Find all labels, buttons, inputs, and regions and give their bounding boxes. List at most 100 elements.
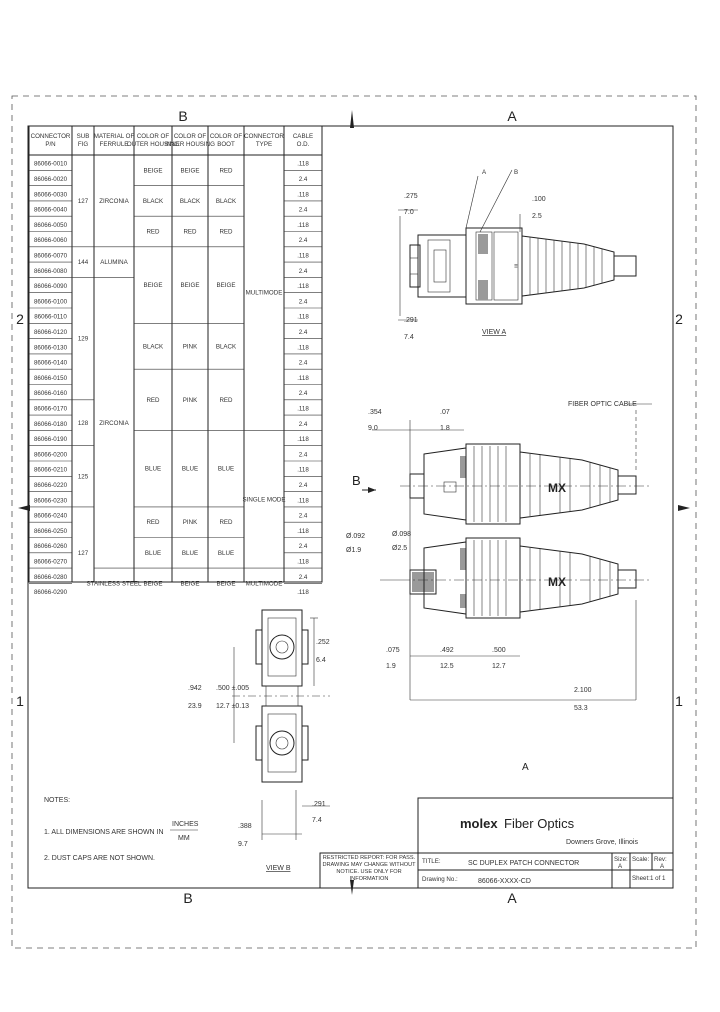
inner-color-cell: PINK [183, 519, 198, 526]
callout-a: A [482, 169, 487, 176]
svg-text:≡: ≡ [514, 263, 518, 270]
dim-354-mm: 9.0 [368, 425, 378, 432]
sheet-label: Sheet: [632, 875, 650, 882]
zone-right-1: 1 [675, 693, 683, 709]
cable-od-cell: .118 [297, 375, 309, 382]
outer-color-cell: RED [146, 229, 160, 236]
cable-od-cell: .118 [297, 406, 309, 413]
sub-fig-cell: 128 [78, 420, 89, 427]
outer-color-cell: BLACK [143, 343, 164, 350]
part-number-cell: 86066-0280 [34, 574, 68, 581]
dim-075-mm: 1.9 [386, 663, 396, 670]
dim-942-mm: 23.9 [188, 703, 202, 710]
part-number-cell: 86066-0250 [34, 528, 68, 535]
outer-color-cell: RED [146, 397, 160, 404]
rev-label: Rev: [654, 856, 667, 863]
scale-label: Scale: [632, 856, 649, 863]
part-number-cell: 86066-0150 [34, 375, 68, 382]
cable-od-cell: 2.4 [299, 451, 308, 458]
dim-top-right-mm: 2.5 [532, 213, 542, 220]
cable-od-cell: .118 [297, 497, 309, 504]
cable-od-cell: 2.4 [299, 298, 308, 305]
note-1-unit-bottom: MM [178, 835, 190, 842]
notes-title: NOTES: [44, 797, 70, 804]
part-number-cell: 86066-0110 [34, 314, 67, 321]
section-marker: B [352, 473, 361, 488]
sub-fig-cell: 125 [78, 473, 89, 480]
part-number-cell: 86066-0140 [34, 360, 68, 367]
dim-252: .252 [316, 639, 330, 646]
dim-top-right: .100 [532, 196, 546, 203]
boot-color-cell: BLUE [218, 550, 234, 557]
dim-500-mm: 12.7 [492, 663, 506, 670]
cable-od-cell: .118 [297, 253, 309, 260]
zone-bottom-a: A [507, 890, 517, 906]
note-2: 2. DUST CAPS ARE NOT SHOWN. [44, 855, 155, 862]
part-number-cell: 86066-0010 [34, 161, 68, 168]
part-number-cell: 86066-0190 [34, 436, 68, 443]
zone-left-1: 1 [16, 693, 24, 709]
inner-color-cell: BEIGE [181, 282, 200, 289]
cable-od-cell: 2.4 [299, 360, 308, 367]
view-mark: A [522, 762, 529, 773]
title-value: SC DUPLEX PATCH CONNECTOR [468, 860, 579, 867]
restriction-note: RESTRICTED REPORT: FOR PASS. DRAWING MAY… [322, 855, 416, 882]
outer-color-cell: RED [146, 519, 160, 526]
dim-500ref: .500 ±.005 [216, 685, 249, 692]
boot-color-cell: RED [219, 397, 233, 404]
boot-color-cell: BEIGE [217, 282, 236, 289]
cable-od-cell: 2.4 [299, 176, 308, 183]
outer-border [11, 95, 697, 949]
cable-od-cell: 2.4 [299, 237, 308, 244]
part-number-cell: 86066-0050 [34, 222, 68, 229]
part-number-cell: 86066-0030 [34, 191, 68, 198]
dim-bottom-left: .291 [404, 317, 418, 324]
callout-b: B [514, 169, 518, 176]
logo-mark-upper: MX [548, 481, 566, 495]
dim-500ref-mm: 12.7 ±0.13 [216, 703, 249, 710]
dim-354: .354 [368, 409, 382, 416]
part-number-cell: 86066-0220 [34, 482, 68, 489]
part-number-cell: 86066-0080 [34, 268, 68, 275]
cable-od-cell: 2.4 [299, 268, 308, 275]
dim-092: Ø.092 [346, 533, 365, 540]
title-label: TITLE: [422, 858, 441, 865]
part-number-cell: 86066-0270 [34, 559, 68, 566]
sheet-value: 1 of 1 [650, 875, 666, 882]
part-number-cell: 86066-0180 [34, 421, 68, 428]
boot-color-cell: BLACK [216, 343, 237, 350]
inner-color-cell: BLUE [182, 466, 198, 473]
cable-od-cell: .118 [297, 314, 309, 321]
view-b-label: VIEW B [266, 865, 291, 872]
dim-291b-mm: 7.4 [312, 817, 322, 824]
dim-top-left-mm: 7.0 [404, 209, 414, 216]
inner-color-cell: PINK [183, 343, 198, 350]
view-a-label: VIEW A [482, 329, 506, 336]
connector-type-cell: MULTIMODE [246, 290, 283, 297]
zone-bottom-b: B [183, 890, 192, 906]
sub-fig-cell: 127 [78, 550, 89, 557]
sub-fig-cell: 144 [78, 259, 89, 266]
view-b-drawing [232, 609, 330, 840]
dim-388: .388 [238, 823, 252, 830]
size-label: Size: [614, 856, 628, 863]
cable-od-cell: .118 [297, 222, 309, 229]
cable-od-cell: .118 [297, 161, 309, 168]
cable-od-cell: 2.4 [299, 543, 308, 550]
dim-07: .07 [440, 409, 450, 416]
dim-492: .492 [440, 647, 454, 654]
title-block [319, 797, 674, 889]
part-number-cell: 86066-0210 [34, 467, 68, 474]
part-number-cell: 86066-0070 [34, 253, 68, 260]
dim-252-mm: 6.4 [316, 657, 326, 664]
dim-492-mm: 12.5 [440, 663, 454, 670]
dim-top-left: .275 [404, 193, 418, 200]
part-number-cell: 86066-0100 [34, 298, 68, 305]
dim-2100-mm: 53.3 [574, 705, 588, 712]
